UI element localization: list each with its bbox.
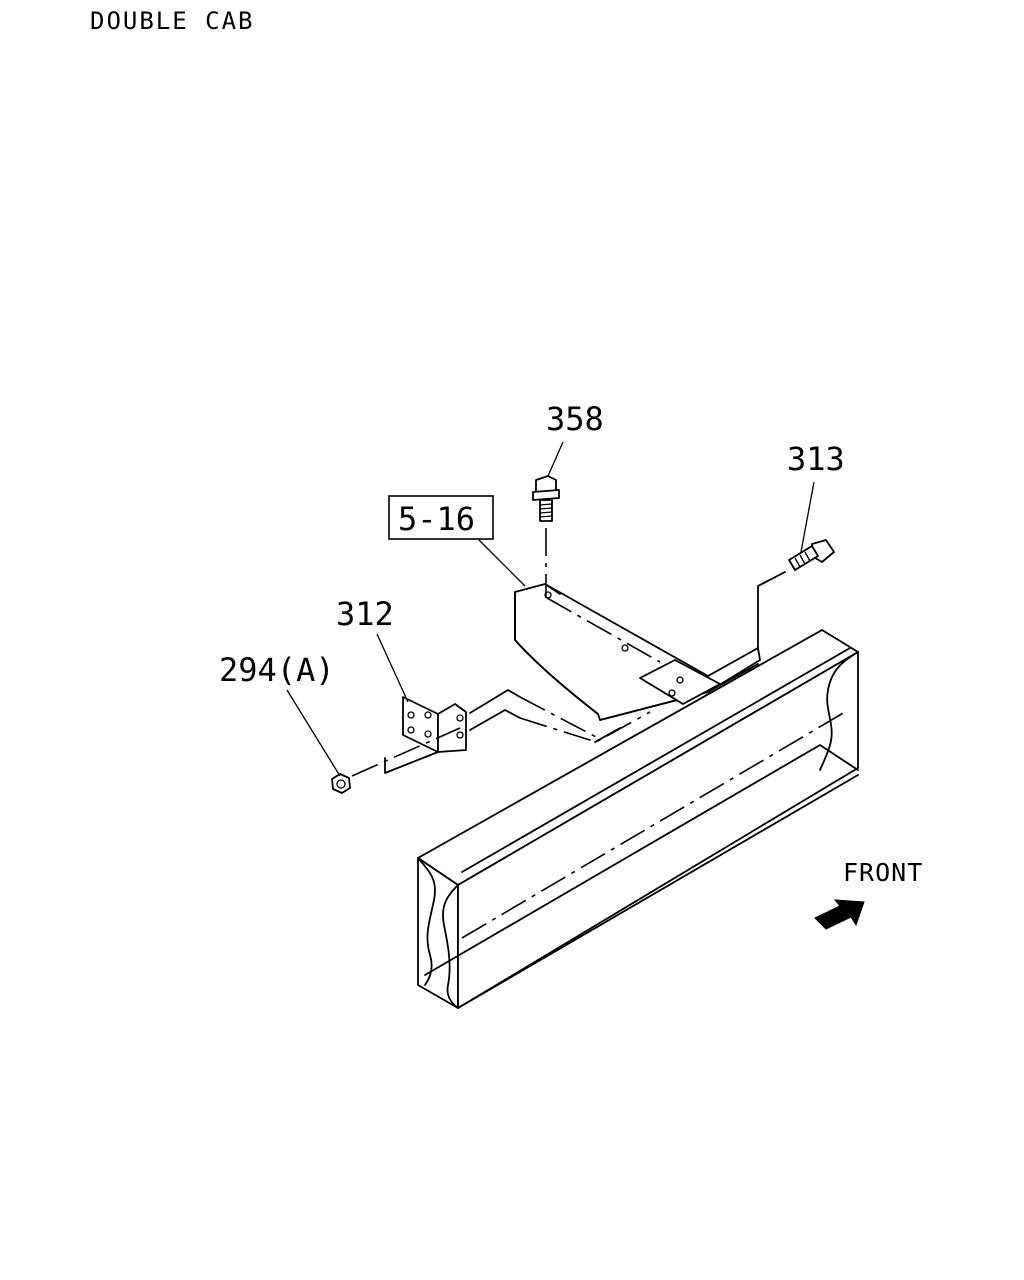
step-bar (469, 689, 651, 743)
nut-294a (331, 727, 461, 794)
outrigger-bracket (514, 583, 761, 721)
callout-5-16-box (388, 495, 494, 540)
leader-lines (286, 441, 815, 777)
callout-294a: 294(A) (219, 651, 335, 689)
callout-313: 313 (787, 440, 845, 478)
bolt-313 (757, 539, 835, 651)
frame-rail (417, 629, 859, 1009)
front-arrow-icon (814, 899, 865, 930)
plate-bracket-312 (384, 696, 467, 774)
callout-358: 358 (546, 400, 604, 438)
front-label: FRONT (843, 858, 923, 887)
callout-312: 312 (336, 595, 394, 633)
bolt-358 (532, 475, 560, 598)
callout-5-16: 5-16 (398, 500, 475, 538)
diagram-title: DOUBLE CAB (90, 7, 255, 35)
